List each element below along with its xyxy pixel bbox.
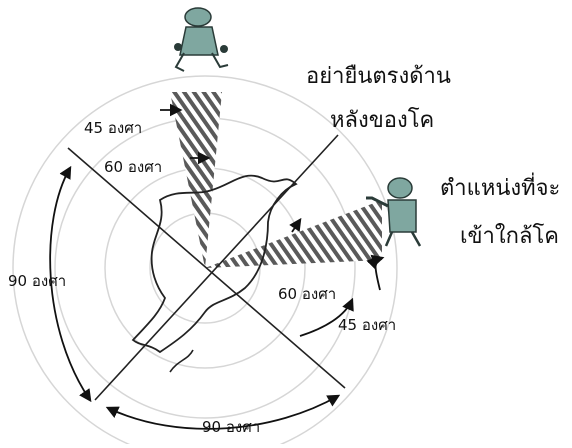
hatched-zone-side	[205, 200, 382, 268]
angle-45-right: 45 องศา	[338, 316, 397, 334]
angle-lines	[67, 134, 346, 401]
hatched-zone-rear	[170, 92, 222, 268]
angle-90-left: 90 องศา	[8, 272, 67, 290]
angle-60-top: 60 องศา	[104, 158, 163, 176]
pointer-arrows	[160, 103, 385, 267]
approach-line1: ตำแหน่งที่จะ	[440, 176, 561, 201]
do-not-stand-line1: อย่ายืนตรงด้าน	[306, 64, 451, 89]
angle-90-bottom: 90 องศา	[202, 418, 261, 436]
approach-line2: เข้าใกล้โค	[460, 224, 559, 249]
person-running-icon	[174, 7, 229, 72]
angle-arcs	[49, 165, 381, 430]
angle-45-top: 45 องศา	[84, 119, 143, 137]
cow-outline-icon	[131, 174, 298, 354]
person-pointing-icon	[366, 177, 422, 247]
do-not-stand-line2: หลังของโค	[330, 108, 435, 133]
angle-60-right: 60 องศา	[278, 285, 337, 303]
